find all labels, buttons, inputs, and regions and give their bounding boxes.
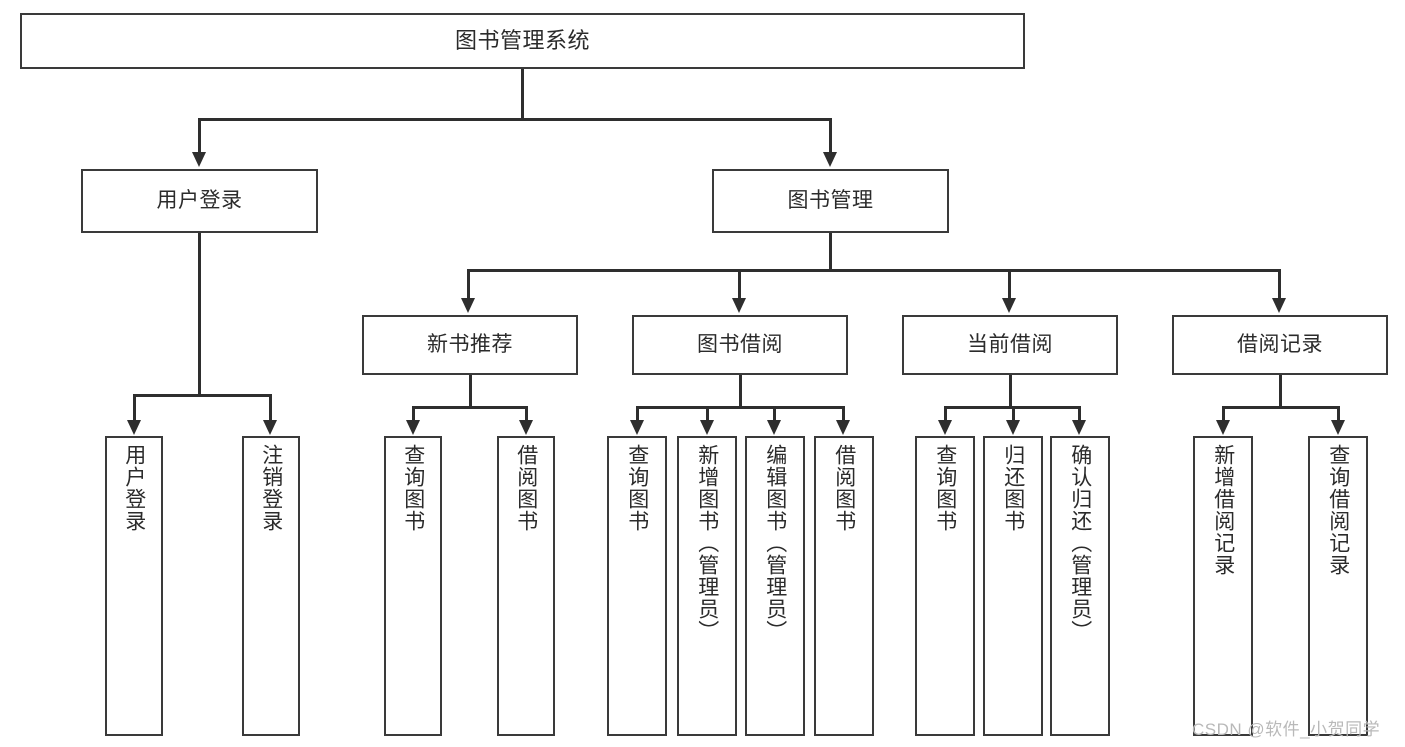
leaf-br-add-record[interactable]: 新增借阅记录 (1193, 436, 1253, 736)
leaf-label: 归还图书 (1001, 444, 1025, 532)
node-root-book-management-system[interactable]: 图书管理系统 (20, 13, 1025, 69)
connector-root-stem (521, 69, 524, 119)
leaf-cb-return-book[interactable]: 归还图书 (983, 436, 1043, 736)
leaf-label: 新增图书（管理员） (695, 444, 719, 642)
connector-current-borrow-bus (944, 406, 1079, 409)
connector-bm-to-borrow-record (1278, 269, 1281, 300)
connector-book-borrow-stem (739, 375, 742, 408)
watermark-csdn: CSDN @软件_小贺同学 (1192, 720, 1381, 739)
connector-user-login-to-leaf-2 (269, 394, 272, 422)
node-label: 借阅记录 (1237, 332, 1323, 356)
leaf-bb-borrow-book[interactable]: 借阅图书 (814, 436, 874, 736)
connector-borrow-record-bus (1222, 406, 1339, 409)
node-user-login[interactable]: 用户登录 (81, 169, 318, 233)
connector-book-borrow-bus (636, 406, 844, 409)
connector-new-book-bus (412, 406, 527, 409)
node-label: 新书推荐 (427, 332, 513, 356)
arrowhead-bb-borrow-book (836, 420, 850, 435)
connector-book-management-bus (467, 269, 1280, 272)
arrowhead-cb-confirm-return (1072, 420, 1086, 435)
node-book-borrow[interactable]: 图书借阅 (632, 315, 848, 375)
leaf-label: 用户登录 (122, 444, 146, 532)
arrowhead-bb-query-book (630, 420, 644, 435)
connector-br-to-leaf-2 (1337, 406, 1340, 422)
leaf-label: 查询借阅记录 (1326, 444, 1350, 576)
connector-new-book-stem (469, 375, 472, 408)
arrowhead-br-add-record (1216, 420, 1230, 435)
connector-root-to-user-login (198, 118, 201, 154)
connector-bb-to-leaf-2 (706, 406, 709, 422)
leaf-user-login[interactable]: 用户登录 (105, 436, 163, 736)
leaf-label: 编辑图书（管理员） (763, 444, 787, 642)
arrowhead-leaf-user-login (127, 420, 141, 435)
node-book-management[interactable]: 图书管理 (712, 169, 949, 233)
connector-root-bus (198, 118, 832, 121)
leaf-br-query-record[interactable]: 查询借阅记录 (1308, 436, 1368, 736)
connector-current-borrow-stem (1009, 375, 1012, 408)
node-label: 用户登录 (156, 188, 243, 212)
node-label: 当前借阅 (967, 332, 1053, 356)
node-label: 图书管理 (787, 188, 874, 212)
leaf-label: 查询图书 (625, 444, 649, 532)
connector-borrow-record-stem (1279, 375, 1282, 408)
connector-bm-to-new-book (467, 269, 470, 300)
node-label: 图书管理系统 (454, 28, 590, 54)
connector-cb-to-leaf-2 (1012, 406, 1015, 422)
arrowhead-user-login (192, 152, 206, 167)
arrowhead-current-borrow (1002, 298, 1016, 313)
arrowhead-book-borrow (732, 298, 746, 313)
connector-bb-to-leaf-3 (773, 406, 776, 422)
leaf-nb-borrow-book[interactable]: 借阅图书 (497, 436, 555, 736)
leaf-nb-query-book[interactable]: 查询图书 (384, 436, 442, 736)
arrowhead-br-query-record (1331, 420, 1345, 435)
connector-root-to-book-management (829, 118, 832, 154)
arrowhead-cb-return-book (1006, 420, 1020, 435)
arrowhead-borrow-record (1272, 298, 1286, 313)
connector-bb-to-leaf-1 (636, 406, 639, 422)
arrowhead-new-book-recommend (461, 298, 475, 313)
node-new-book-recommend[interactable]: 新书推荐 (362, 315, 578, 375)
leaf-label: 查询图书 (933, 444, 957, 532)
connector-user-login-bus (133, 394, 271, 397)
leaf-label: 借阅图书 (832, 444, 856, 532)
leaf-label: 注销登录 (259, 444, 283, 532)
leaf-bb-query-book[interactable]: 查询图书 (607, 436, 667, 736)
leaf-label: 确认归还（管理员） (1068, 444, 1092, 642)
connector-user-login-to-leaf-1 (133, 394, 136, 422)
connector-br-to-leaf-1 (1222, 406, 1225, 422)
leaf-cb-confirm-return[interactable]: 确认归还（管理员） (1050, 436, 1110, 736)
arrowhead-nb-query-book (406, 420, 420, 435)
connector-bb-to-leaf-4 (842, 406, 845, 422)
node-label: 图书借阅 (697, 332, 783, 356)
leaf-label: 借阅图书 (514, 444, 538, 532)
connector-user-login-stem (198, 233, 201, 396)
leaf-label: 查询图书 (401, 444, 425, 532)
leaf-label: 新增借阅记录 (1211, 444, 1235, 576)
leaf-bb-edit-book[interactable]: 编辑图书（管理员） (745, 436, 805, 736)
leaf-logout-login[interactable]: 注销登录 (242, 436, 300, 736)
leaf-cb-query-book[interactable]: 查询图书 (915, 436, 975, 736)
node-borrow-record[interactable]: 借阅记录 (1172, 315, 1388, 375)
connector-cb-to-leaf-3 (1078, 406, 1081, 422)
connector-cb-to-leaf-1 (944, 406, 947, 422)
leaf-bb-add-book[interactable]: 新增图书（管理员） (677, 436, 737, 736)
connector-bm-to-current-borrow (1008, 269, 1011, 300)
connector-book-management-stem (829, 233, 832, 270)
connector-new-book-to-leaf-2 (525, 406, 528, 422)
arrowhead-nb-borrow-book (519, 420, 533, 435)
arrowhead-book-management (823, 152, 837, 167)
connector-new-book-to-leaf-1 (412, 406, 415, 422)
arrowhead-cb-query-book (938, 420, 952, 435)
connector-bm-to-book-borrow (738, 269, 741, 300)
arrowhead-bb-add-book (700, 420, 714, 435)
node-current-borrow[interactable]: 当前借阅 (902, 315, 1118, 375)
arrowhead-leaf-logout-login (263, 420, 277, 435)
arrowhead-bb-edit-book (767, 420, 781, 435)
